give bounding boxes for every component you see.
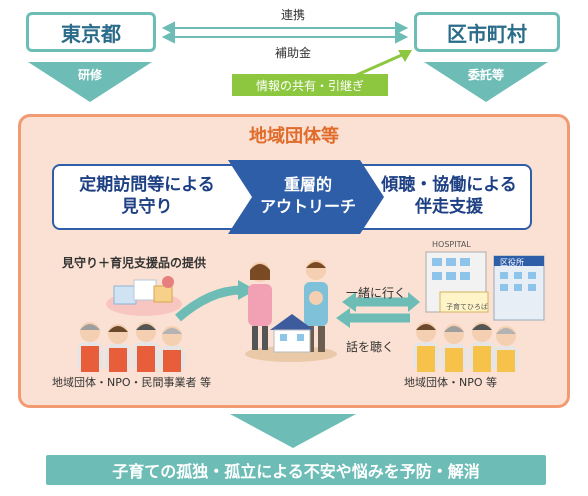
link-bottom-label: 補助金: [274, 46, 311, 60]
city-hall-label: 区役所: [500, 258, 524, 267]
municipality-label: 区市町村: [447, 21, 527, 46]
gift-items-illustration: [106, 276, 182, 316]
result-text: 子育ての孤独・孤立による不安や悩みを予防・解消: [112, 462, 480, 481]
left-group-caption: 地域団体・NPO・民間事業者 等: [52, 376, 212, 389]
link-top-label: 連携: [280, 8, 305, 22]
banner-left-text: 定期訪問等による 見守り: [79, 175, 215, 217]
left-chevron: [28, 62, 152, 102]
listen-caption: 話を聴く: [346, 340, 395, 354]
facilities-illustration: [425, 251, 545, 321]
banner-center-text: 重層的 アウトリーチ: [259, 175, 356, 216]
tokyo-label: 東京都: [61, 21, 121, 46]
municipality-box: 区市町村: [414, 12, 560, 52]
tokyo-box: 東京都: [26, 12, 156, 52]
share-label-text: 情報の共有・引継ぎ: [255, 78, 364, 93]
nursery-label: 子育てひろば: [446, 303, 488, 311]
result-bar: 子育ての孤独・孤立による不安や悩みを予防・解消: [46, 455, 546, 485]
family-illustration: [245, 260, 337, 362]
hospital-label: HOSPITAL: [432, 240, 471, 249]
left-volunteers-illustration: [77, 322, 185, 372]
items-caption: 見守り＋育児支援品の提供: [62, 256, 207, 270]
right-chevron-label: 委託等: [467, 68, 504, 82]
banner-right-text: 傾聴・協働による 伴走支援: [381, 175, 517, 217]
right-chevron: [424, 62, 548, 102]
go-together-caption: 一緒に行く: [346, 286, 407, 300]
right-volunteers-illustration: [413, 322, 519, 372]
left-chevron-label: 研修: [77, 68, 102, 82]
share-label: 情報の共有・引継ぎ: [232, 74, 388, 96]
right-group-caption: 地域団体・NPO 等: [404, 376, 498, 389]
panel-title: 地域団体等: [249, 126, 339, 147]
link-arrows: [28, 21, 548, 102]
